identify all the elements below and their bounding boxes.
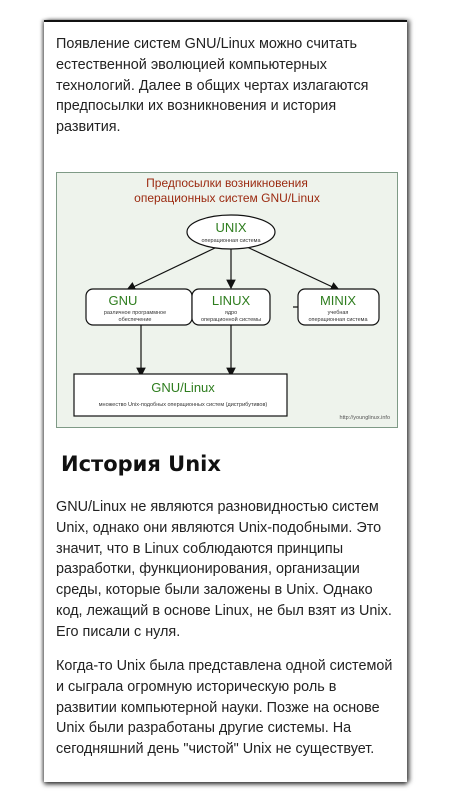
node-gnu-name: GNU	[109, 293, 138, 308]
node-unix-desc: операционная система	[201, 238, 261, 244]
diagram-credit: http://younglinux.info	[340, 415, 390, 421]
article-page: Появление систем GNU/Linux можно считать…	[44, 20, 407, 782]
node-linux-desc1: ядро	[225, 310, 237, 316]
arrow-unix-minix	[246, 246, 341, 291]
node-gnu-desc2: обеспечение	[119, 317, 152, 323]
node-gnu-desc1: различное программное	[104, 310, 166, 316]
node-minix: MINIX учебная операционная система	[297, 288, 380, 326]
node-minix-desc1: учебная	[328, 310, 349, 316]
origins-diagram: Предпосылки возникновения операционных с…	[56, 172, 398, 428]
diagram-svg: Предпосылки возникновения операционных с…	[73, 176, 390, 421]
node-gnu: GNU различное программное обеспечение	[85, 288, 193, 326]
unix-paragraph-1: GNU/Linux не являются разновидностью сис…	[56, 499, 392, 640]
node-unix: UNIX операционная система	[186, 214, 276, 250]
section-heading: История Unix	[61, 452, 221, 476]
node-linux-desc2: операционной системы	[201, 316, 261, 323]
node-linux-name: LINUX	[212, 293, 251, 308]
node-gnu-linux-desc: множество Unix-подобных операционных сис…	[99, 402, 268, 408]
node-gnu-linux-name: GNU/Linux	[151, 380, 215, 395]
node-minix-desc2: операционная система	[308, 317, 368, 323]
node-unix-name: UNIX	[215, 220, 246, 235]
diagram-title-line2: операционных систем GNU/Linux	[134, 191, 320, 205]
unix-paragraph-2: Когда-то Unix была представлена одной си…	[56, 658, 393, 758]
node-minix-name: MINIX	[320, 293, 356, 308]
intro-paragraph: Появление систем GNU/Linux можно считать…	[56, 36, 369, 136]
arrow-unix-gnu	[125, 246, 218, 291]
node-gnu-linux: GNU/Linux множество Unix-подобных операц…	[73, 373, 288, 417]
node-linux: LINUX ядро операционной системы	[191, 288, 271, 326]
diagram-title-line1: Предпосылки возникновения	[146, 176, 308, 190]
